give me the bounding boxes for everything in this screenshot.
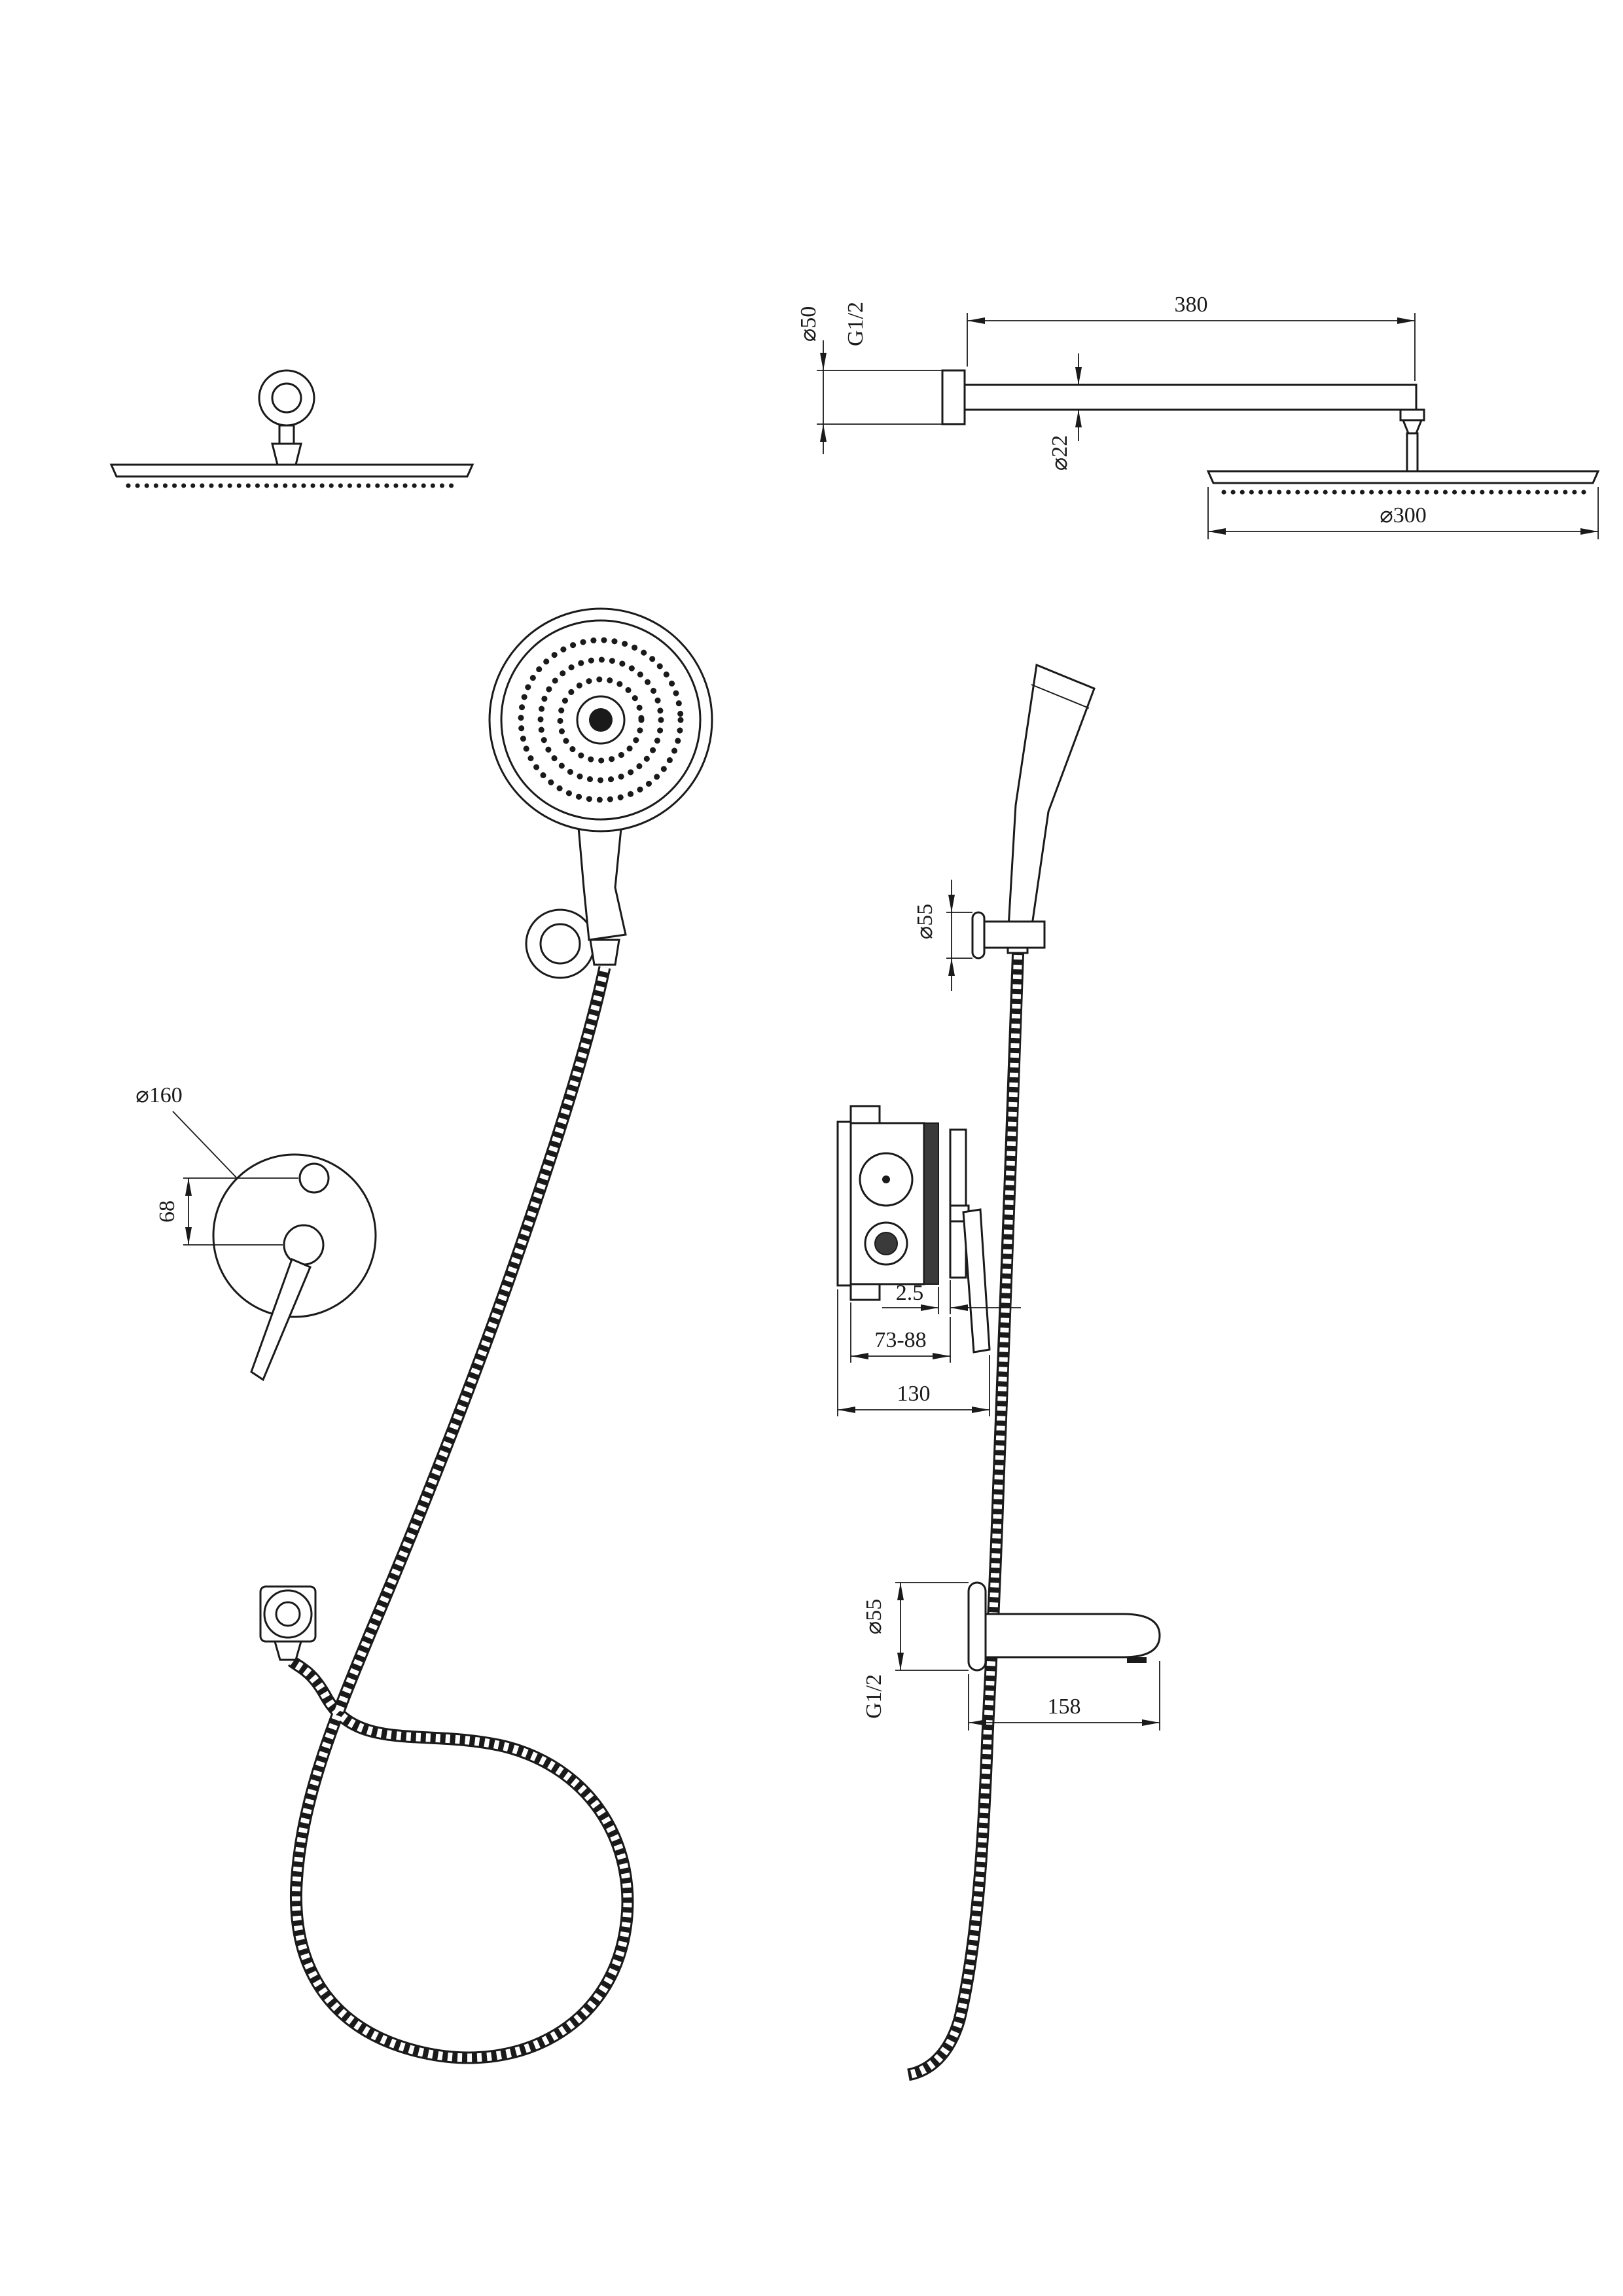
dim-text-arm-length: 380 <box>1175 293 1208 317</box>
shower-hose-right <box>906 944 1025 2081</box>
dim-text-rain-head-diameter: ⌀300 <box>1380 503 1426 528</box>
dim-text-spout-thread: G1/2 <box>862 1674 886 1719</box>
dim-text-arm-diameter: ⌀22 <box>1048 435 1072 471</box>
hose-nut <box>274 1640 302 1661</box>
dim-text-valve-gap: 2.5 <box>896 1281 924 1305</box>
rain-shower-head-side-view <box>109 369 474 488</box>
rain-head-plate <box>1206 470 1600 484</box>
hand-shower-holder-inner <box>539 923 581 965</box>
shower-hose-ribs <box>289 966 632 2062</box>
rain-head-plate <box>109 463 474 478</box>
shower-arm-and-rain-head-side-view: 380 ⌀50 G1/2 ⌀22 ⌀300 <box>796 293 1600 539</box>
dim-text-valve-depth-range: 73-88 <box>874 1328 926 1352</box>
concealed-valve-body-side-view: 2.5 73-88 130 <box>836 1105 1021 1416</box>
nozzle-ring <box>518 637 684 803</box>
hand-shower-hose-nut <box>589 939 620 966</box>
spout-aerator <box>1127 1657 1147 1663</box>
hand-shower-side-view-with-bracket: ⌀55 <box>906 663 1096 2081</box>
arm-joint-cone <box>1401 419 1423 435</box>
valve-back-plate <box>836 1121 852 1287</box>
head-fitting <box>271 442 302 466</box>
dim-text-flange-diameter: ⌀50 <box>796 306 821 342</box>
spout-wall-flange <box>967 1581 987 1672</box>
concealed-mixer-front-view: ⌀160 68 <box>135 1083 377 1382</box>
valve-knurled-band <box>923 1122 939 1285</box>
spray-center-cap <box>589 708 613 732</box>
dim-text-valve-width: 130 <box>897 1382 931 1406</box>
shower-hose-right-ribs <box>907 944 1023 2079</box>
lever-hub <box>283 1224 325 1266</box>
shower-hose <box>287 966 634 2064</box>
dim-text-arm-thread: G1/2 <box>844 302 868 346</box>
valve-port-thread <box>874 1232 898 1255</box>
wall-outlet-port <box>275 1601 301 1627</box>
valve-bottom-tab <box>849 1283 881 1301</box>
nozzle-ring <box>557 676 645 764</box>
arm-joint-nut <box>1399 408 1425 422</box>
bracket-arm <box>983 920 1046 949</box>
wand-face-edge <box>1031 684 1090 709</box>
bracket-wall-flange <box>971 911 986 960</box>
valve-top-tab <box>849 1105 881 1124</box>
hand-shower-face-rim <box>500 619 702 821</box>
arm-joint-stem <box>1406 432 1419 473</box>
dim-text-holder-diameter: ⌀55 <box>913 904 937 939</box>
valve-cartridge-center <box>882 1175 890 1183</box>
mixer-lever <box>250 1257 312 1382</box>
valve-handle-lever <box>962 1208 991 1354</box>
dim-text-mixer-plate-diameter: ⌀160 <box>135 1083 182 1107</box>
diverter-knob <box>298 1162 330 1194</box>
shower-arm-tube <box>963 384 1418 411</box>
head-neck <box>278 424 295 445</box>
valve-cover-plate <box>949 1128 967 1279</box>
leader-line <box>172 1111 238 1179</box>
spray-mode-ring <box>576 695 626 745</box>
wall-flange <box>941 369 966 425</box>
bath-spout-side-view: ⌀55 G1/2 158 <box>862 1581 1161 1731</box>
hanging-ring-inner <box>271 382 302 414</box>
hand-shower-front-view-with-hose <box>259 607 713 2064</box>
nozzle-ring <box>537 656 664 783</box>
dim-text-spout-length: 158 <box>1048 1695 1081 1719</box>
dim-text-handle-spacing: 68 <box>155 1200 179 1223</box>
hand-shower-wand <box>1007 663 1096 940</box>
dim-text-spout-flange-diameter: ⌀55 <box>862 1599 886 1634</box>
spout-body <box>984 1613 1161 1659</box>
